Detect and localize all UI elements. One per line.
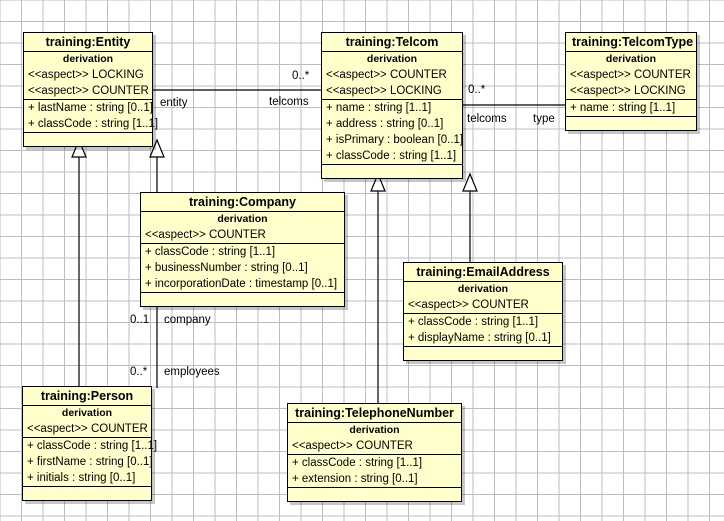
class-name: training:Entity [24, 33, 152, 52]
class-derivation-label: derivation [349, 424, 400, 436]
class-attribute: + classCode : string [1..1] [326, 150, 457, 162]
class-attribute: + classCode : string [1..1] [292, 457, 423, 469]
class-name: training:TelcomType [566, 33, 696, 52]
class-aspect: <<aspect>> LOCKING [326, 85, 442, 97]
class-derivation-label: derivation [61, 407, 113, 419]
class-operations [566, 116, 696, 130]
class-attribute: + name : string [1..1] [326, 102, 432, 114]
edge-label-type-role: type [533, 113, 555, 125]
class-attribute: + isPrimary : boolean [0..1] [326, 134, 464, 146]
class-derivation-label: derivation [217, 213, 268, 225]
class-attributes: + lastName : string [0..1] + classCode :… [24, 99, 159, 132]
class-operations [404, 346, 562, 360]
edge-label-company-multiplicity: 0..1 [130, 314, 150, 326]
class-attribute: + businessNumber : string [0..1] [145, 262, 308, 274]
class-box-company[interactable]: training:Company derivation <<aspect>> C… [140, 192, 345, 307]
class-attribute: + displayName : string [0..1] [408, 332, 551, 344]
class-attribute: + classCode : string [1..1] [408, 316, 539, 328]
generalization-emailaddress-telcom-arrow [462, 172, 478, 192]
class-aspect: <<aspect>> LOCKING [28, 69, 144, 81]
class-attribute: + firstName : string [0..1] [27, 456, 153, 468]
class-aspect: <<aspect>> COUNTER [292, 440, 413, 452]
class-attributes: + classCode : string [1..1] + businessNu… [141, 243, 344, 292]
class-derivation-label: derivation [366, 53, 418, 65]
class-derivation-label: derivation [457, 283, 509, 295]
class-attribute: + extension : string [0..1] [292, 473, 418, 485]
class-operations [141, 292, 344, 306]
class-name: training:Company [141, 193, 344, 212]
edge-label-telcoms-multiplicity-left: 0..* [292, 70, 310, 82]
class-attributes: + classCode : string [1..1] + extension … [288, 454, 461, 487]
class-attribute: + incorporationDate : timestamp [0..1] [145, 278, 338, 290]
class-derivation-label: derivation [62, 53, 114, 65]
class-attribute: + name : string [1..1] [570, 102, 676, 114]
class-attributes: + classCode : string [1..1] + displayNam… [404, 313, 562, 346]
class-attribute: + initials : string [0..1] [27, 472, 136, 484]
class-box-person[interactable]: training:Person derivation <<aspect>> CO… [22, 386, 158, 501]
class-aspect: <<aspect>> COUNTER [408, 299, 529, 311]
edge-label-telcoms-role-right: telcoms [467, 113, 507, 125]
class-aspect: <<aspect>> LOCKING [570, 85, 686, 97]
class-box-emailaddress[interactable]: training:EmailAddress derivation <<aspec… [403, 262, 563, 361]
class-attribute: + classCode : string [1..1] [145, 246, 276, 258]
class-attribute: + classCode : string [1..1] [28, 118, 159, 130]
class-aspect: <<aspect>> COUNTER [145, 229, 266, 241]
class-attributes: + classCode : string [1..1] + firstName … [23, 437, 158, 486]
edge-label-telcoms-multiplicity-right: 0..* [468, 84, 486, 96]
class-attribute: + address : string [0..1] [326, 118, 444, 130]
edge-label-employees-multiplicity: 0..* [130, 366, 148, 378]
class-aspect: <<aspect>> COUNTER [28, 85, 149, 97]
class-operations [24, 132, 152, 146]
class-name: training:Telcom [322, 33, 462, 52]
edge-label-employees-role: employees [164, 366, 220, 378]
edge-label-entity-role: entity [160, 97, 188, 109]
class-aspect: <<aspect>> COUNTER [326, 69, 447, 81]
class-name: training:EmailAddress [404, 263, 562, 282]
class-attributes: + name : string [1..1] + address : strin… [322, 99, 464, 164]
class-aspect: <<aspect>> COUNTER [570, 69, 691, 81]
edge-label-telcoms-role-left: telcoms [269, 96, 309, 108]
edge-label-company-role: company [164, 314, 211, 326]
class-operations [23, 486, 151, 500]
class-operations [288, 487, 461, 501]
class-name: training:TelephoneNumber [288, 404, 461, 423]
class-box-telephonenumber[interactable]: training:TelephoneNumber derivation <<as… [287, 403, 462, 502]
class-box-telcomtype[interactable]: training:TelcomType derivation <<aspect>… [565, 32, 697, 131]
class-aspect: <<aspect>> COUNTER [27, 423, 148, 435]
class-name: training:Person [23, 387, 151, 406]
class-attributes: + name : string [1..1] [566, 99, 696, 116]
class-attribute: + lastName : string [0..1] [28, 102, 153, 114]
class-attribute: + classCode : string [1..1] [27, 440, 158, 452]
class-derivation-label: derivation [605, 53, 657, 65]
class-box-telcom[interactable]: training:Telcom derivation <<aspect>> CO… [321, 32, 463, 179]
class-operations [322, 164, 462, 178]
class-box-entity[interactable]: training:Entity derivation <<aspect>> LO… [23, 32, 159, 147]
